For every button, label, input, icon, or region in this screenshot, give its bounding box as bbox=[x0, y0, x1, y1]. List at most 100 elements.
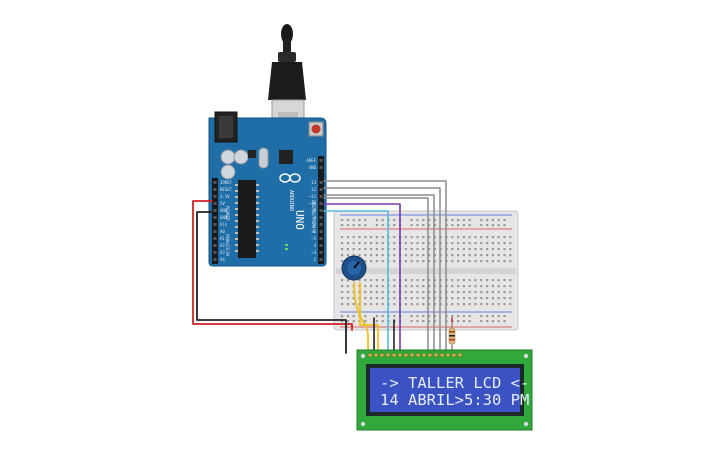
breadboard-hole[interactable] bbox=[364, 315, 367, 318]
breadboard-hole[interactable] bbox=[375, 224, 378, 227]
breadboard-hole[interactable] bbox=[381, 303, 384, 306]
breadboard-hole[interactable] bbox=[509, 260, 512, 263]
breadboard-hole[interactable] bbox=[509, 254, 512, 257]
breadboard-hole[interactable] bbox=[497, 291, 500, 294]
breadboard-hole[interactable] bbox=[422, 248, 425, 251]
breadboard-hole[interactable] bbox=[468, 248, 471, 251]
breadboard-hole[interactable] bbox=[416, 303, 419, 306]
breadboard-hole[interactable] bbox=[462, 315, 465, 318]
breadboard-hole[interactable] bbox=[352, 219, 355, 222]
breadboard-hole[interactable] bbox=[393, 297, 396, 300]
breadboard-hole[interactable] bbox=[370, 260, 373, 263]
breadboard-hole[interactable] bbox=[457, 297, 460, 300]
breadboard-hole[interactable] bbox=[503, 279, 506, 282]
breadboard-hole[interactable] bbox=[416, 236, 419, 239]
breadboard-hole[interactable] bbox=[416, 260, 419, 263]
breadboard-hole[interactable] bbox=[428, 279, 431, 282]
breadboard-hole[interactable] bbox=[486, 260, 489, 263]
breadboard-hole[interactable] bbox=[474, 279, 477, 282]
breadboard-hole[interactable] bbox=[410, 224, 413, 227]
breadboard-hole[interactable] bbox=[503, 236, 506, 239]
breadboard-hole[interactable] bbox=[497, 303, 500, 306]
breadboard-hole[interactable] bbox=[370, 236, 373, 239]
breadboard-hole[interactable] bbox=[341, 224, 344, 227]
breadboard-hole[interactable] bbox=[341, 242, 344, 245]
breadboard-hole[interactable] bbox=[509, 242, 512, 245]
breadboard-hole[interactable] bbox=[341, 303, 344, 306]
breadboard-hole[interactable] bbox=[486, 219, 489, 222]
breadboard-hole[interactable] bbox=[346, 236, 349, 239]
breadboard-hole[interactable] bbox=[375, 219, 378, 222]
breadboard-hole[interactable] bbox=[341, 285, 344, 288]
breadboard-hole[interactable] bbox=[457, 315, 460, 318]
breadboard-hole[interactable] bbox=[468, 315, 471, 318]
breadboard-hole[interactable] bbox=[486, 224, 489, 227]
breadboard-hole[interactable] bbox=[491, 315, 494, 318]
breadboard-hole[interactable] bbox=[462, 291, 465, 294]
breadboard-hole[interactable] bbox=[468, 260, 471, 263]
breadboard-hole[interactable] bbox=[462, 236, 465, 239]
breadboard-hole[interactable] bbox=[404, 297, 407, 300]
breadboard-hole[interactable] bbox=[468, 254, 471, 257]
breadboard-hole[interactable] bbox=[410, 315, 413, 318]
breadboard-hole[interactable] bbox=[341, 260, 344, 263]
breadboard-hole[interactable] bbox=[352, 320, 355, 323]
breadboard-hole[interactable] bbox=[503, 297, 506, 300]
breadboard-hole[interactable] bbox=[422, 279, 425, 282]
breadboard-hole[interactable] bbox=[474, 291, 477, 294]
breadboard-hole[interactable] bbox=[480, 315, 483, 318]
breadboard-hole[interactable] bbox=[462, 254, 465, 257]
breadboard-hole[interactable] bbox=[410, 279, 413, 282]
breadboard-hole[interactable] bbox=[341, 315, 344, 318]
breadboard-hole[interactable] bbox=[381, 297, 384, 300]
breadboard-hole[interactable] bbox=[422, 219, 425, 222]
breadboard-hole[interactable] bbox=[497, 279, 500, 282]
breadboard-hole[interactable] bbox=[457, 303, 460, 306]
breadboard-hole[interactable] bbox=[491, 224, 494, 227]
breadboard-hole[interactable] bbox=[491, 219, 494, 222]
breadboard-hole[interactable] bbox=[509, 291, 512, 294]
wire-cyan[interactable] bbox=[323, 210, 389, 354]
breadboard-hole[interactable] bbox=[468, 320, 471, 323]
breadboard-hole[interactable] bbox=[480, 236, 483, 239]
breadboard-hole[interactable] bbox=[474, 248, 477, 251]
breadboard-hole[interactable] bbox=[509, 303, 512, 306]
breadboard-hole[interactable] bbox=[393, 236, 396, 239]
breadboard-hole[interactable] bbox=[393, 279, 396, 282]
breadboard-hole[interactable] bbox=[468, 224, 471, 227]
breadboard-hole[interactable] bbox=[364, 219, 367, 222]
breadboard-hole[interactable] bbox=[381, 254, 384, 257]
breadboard-hole[interactable] bbox=[358, 279, 361, 282]
breadboard-hole[interactable] bbox=[486, 291, 489, 294]
breadboard-hole[interactable] bbox=[370, 254, 373, 257]
breadboard-hole[interactable] bbox=[428, 254, 431, 257]
breadboard-hole[interactable] bbox=[428, 224, 431, 227]
breadboard-hole[interactable] bbox=[381, 320, 384, 323]
breadboard-hole[interactable] bbox=[457, 279, 460, 282]
breadboard-hole[interactable] bbox=[393, 303, 396, 306]
breadboard-hole[interactable] bbox=[480, 242, 483, 245]
reset-button-icon[interactable] bbox=[308, 121, 324, 137]
breadboard-hole[interactable] bbox=[352, 248, 355, 251]
breadboard-hole[interactable] bbox=[422, 297, 425, 300]
breadboard-hole[interactable] bbox=[486, 285, 489, 288]
breadboard-hole[interactable] bbox=[474, 303, 477, 306]
breadboard-hole[interactable] bbox=[381, 260, 384, 263]
breadboard-hole[interactable] bbox=[457, 242, 460, 245]
breadboard-hole[interactable] bbox=[480, 254, 483, 257]
breadboard-hole[interactable] bbox=[491, 254, 494, 257]
breadboard-hole[interactable] bbox=[503, 320, 506, 323]
breadboard-hole[interactable] bbox=[497, 254, 500, 257]
breadboard-hole[interactable] bbox=[393, 260, 396, 263]
breadboard-hole[interactable] bbox=[410, 291, 413, 294]
breadboard-hole[interactable] bbox=[341, 279, 344, 282]
breadboard-hole[interactable] bbox=[486, 254, 489, 257]
breadboard-hole[interactable] bbox=[352, 236, 355, 239]
wire-purple[interactable] bbox=[323, 203, 401, 354]
breadboard-hole[interactable] bbox=[480, 297, 483, 300]
breadboard-hole[interactable] bbox=[433, 285, 436, 288]
breadboard-hole[interactable] bbox=[497, 224, 500, 227]
breadboard-hole[interactable] bbox=[410, 219, 413, 222]
breadboard-hole[interactable] bbox=[428, 260, 431, 263]
breadboard-hole[interactable] bbox=[491, 279, 494, 282]
